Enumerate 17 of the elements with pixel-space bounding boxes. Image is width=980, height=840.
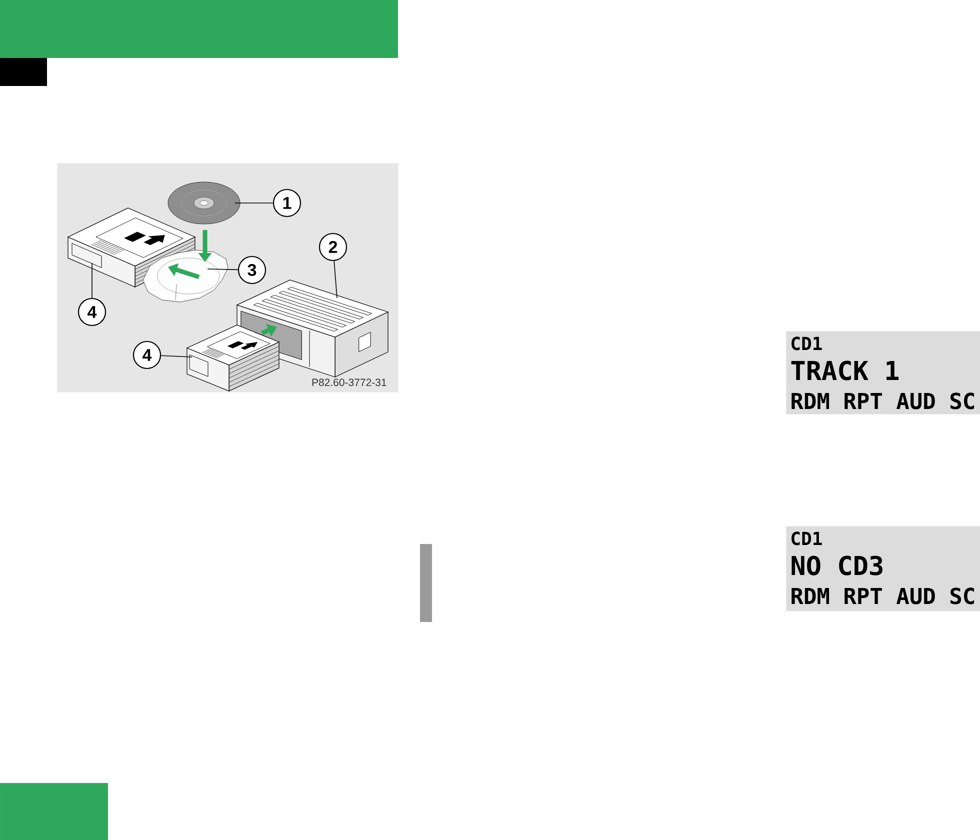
callout-number: 2 [318, 232, 348, 262]
callout-number: 4 [132, 340, 162, 370]
display-text: RDM RPT AUD SC [792, 588, 974, 604]
callout-number: 1 [272, 188, 302, 218]
leader-line [160, 355, 192, 358]
cd-disc [168, 182, 240, 224]
display-text: NO CD3 [792, 556, 882, 576]
display-text: CD1 [792, 532, 822, 546]
disc-tray [142, 250, 228, 302]
display-text: TRACK 1 [791, 360, 899, 380]
figure-code: P82.60-3772-31 [312, 378, 386, 386]
display-text: RDM RPT AUD SC [792, 392, 974, 410]
leader-line [334, 260, 338, 298]
display-text: CD1 [792, 336, 822, 350]
callout-number: 3 [238, 256, 266, 284]
leader-line [234, 202, 274, 204]
callout-number: 4 [78, 298, 106, 326]
